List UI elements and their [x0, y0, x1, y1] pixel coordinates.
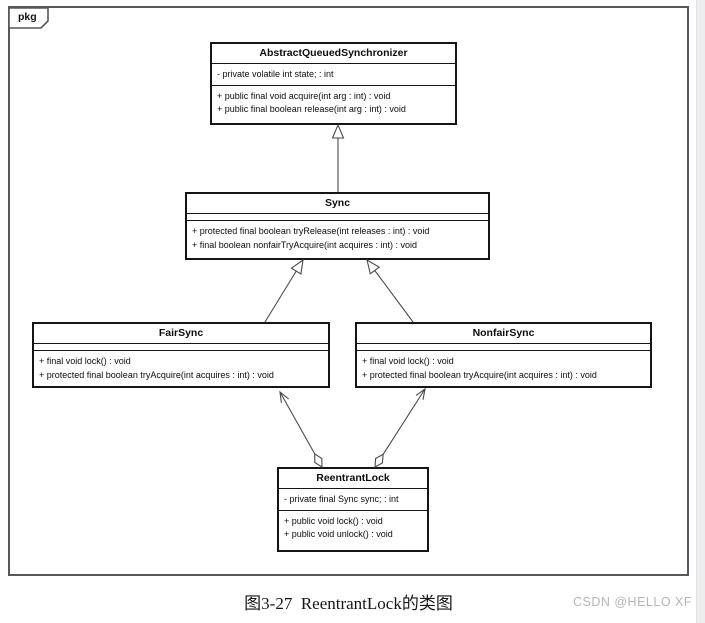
class-method: + public void lock() : void	[284, 515, 383, 526]
class-box-abstract-queued-synchronizer: AbstractQueuedSynchronizer - private vol…	[210, 42, 457, 125]
empty-attributes-compartment	[357, 344, 650, 351]
right-scrollbar-track[interactable]	[696, 0, 705, 623]
empty-attributes-compartment	[187, 214, 488, 221]
figure-caption: 图3-27 ReentrantLock的类图	[244, 594, 453, 613]
class-method: + public final boolean release(int arg :…	[217, 104, 406, 114]
class-method: + public final void acquire(int arg : in…	[217, 90, 391, 101]
class-method: + public void unlock() : void	[284, 529, 393, 539]
class-name: ReentrantLock	[279, 469, 427, 489]
watermark: CSDN @HELLO XF	[572, 595, 692, 609]
empty-attributes-compartment	[34, 344, 328, 351]
class-name: NonfairSync	[357, 324, 650, 344]
class-name: Sync	[187, 194, 488, 214]
class-method: + final boolean nonfairTryAcquire(int ac…	[192, 239, 418, 250]
class-method: + protected final boolean tryRelease(int…	[192, 226, 430, 236]
class-method: + final void lock() : void	[362, 356, 454, 366]
class-box-nonfair-sync: NonfairSync + final void lock() : void +…	[355, 322, 652, 388]
class-name: AbstractQueuedSynchronizer	[212, 44, 455, 64]
class-method: + protected final boolean tryAcquire(int…	[39, 369, 274, 380]
class-box-fair-sync: FairSync + final void lock() : void + pr…	[32, 322, 330, 388]
class-method: + final void lock() : void	[39, 356, 131, 366]
class-box-reentrant-lock: ReentrantLock - private final Sync sync;…	[277, 467, 429, 552]
class-name: FairSync	[34, 324, 328, 344]
class-attribute: - private final Sync sync; : int	[284, 494, 399, 504]
class-attribute: - private volatile int state; : int	[217, 69, 334, 79]
class-box-sync: Sync + protected final boolean tryReleas…	[185, 192, 490, 260]
package-tab-label: pkg	[18, 11, 37, 23]
class-method: + protected final boolean tryAcquire(int…	[362, 369, 597, 380]
